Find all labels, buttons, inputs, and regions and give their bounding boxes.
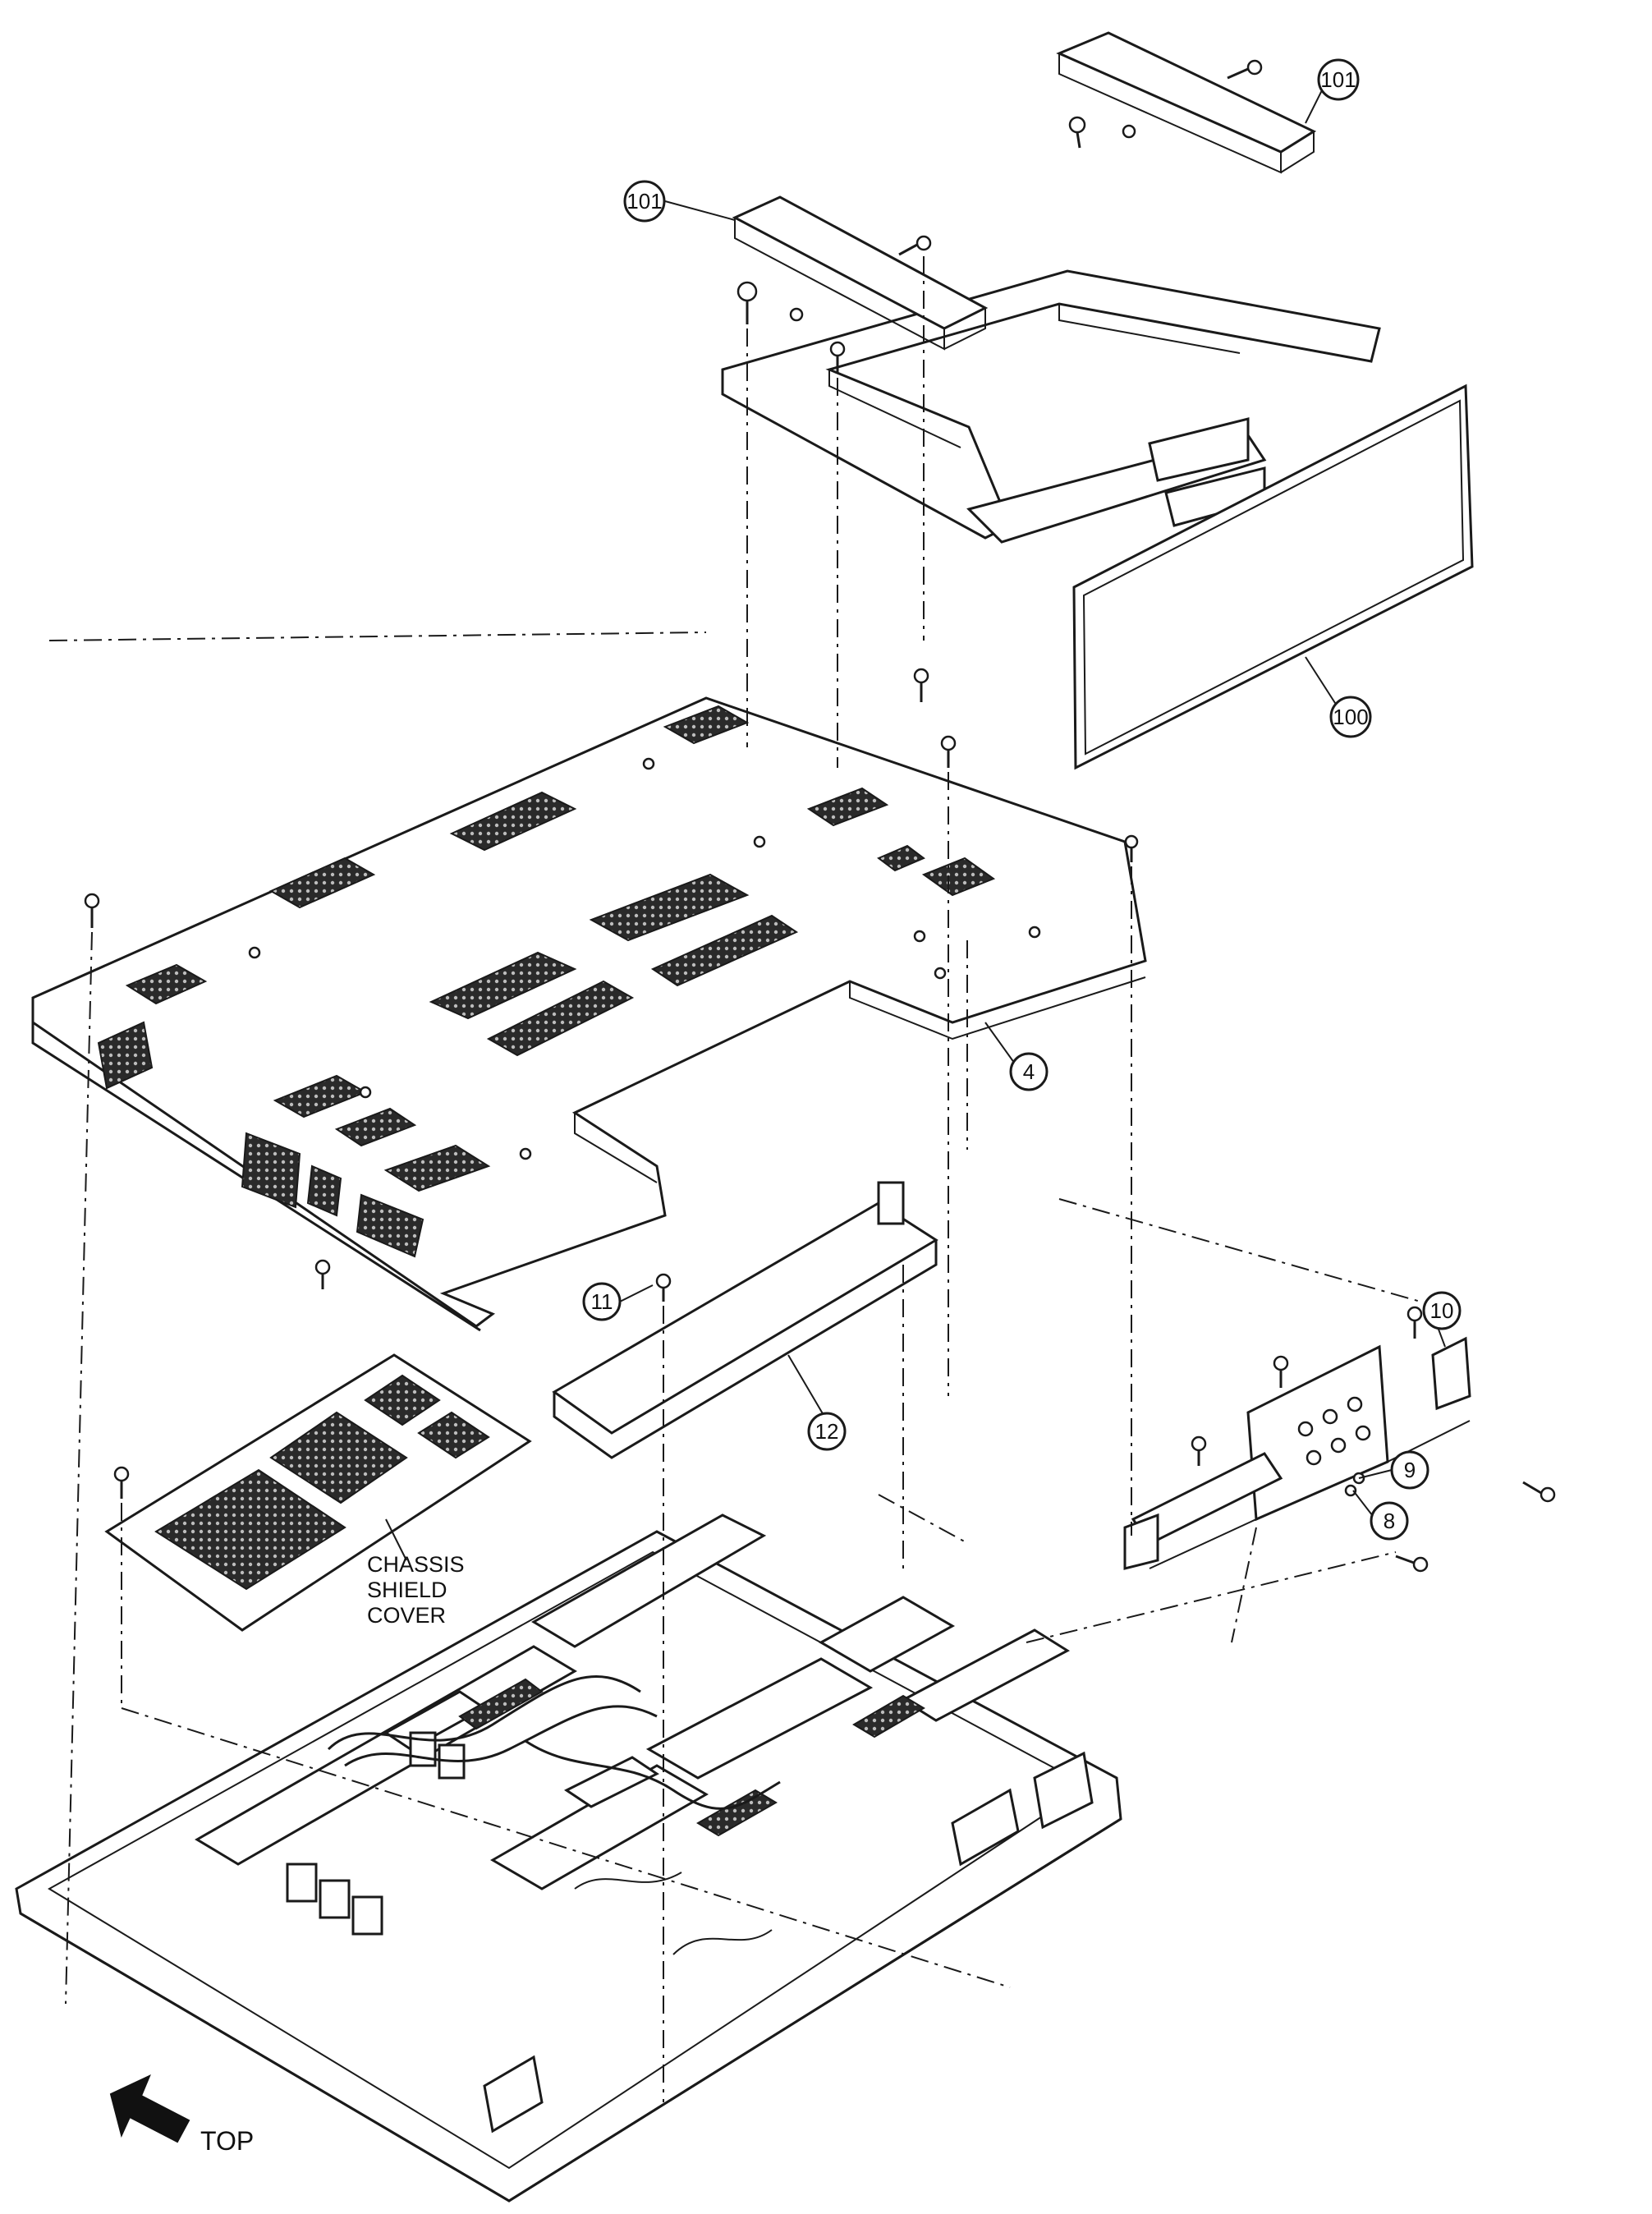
callout-9: 9 — [1390, 1450, 1429, 1490]
terminal-screws — [1191, 1306, 1556, 1573]
power-blocks — [286, 1731, 466, 1936]
chassis-shield-panel — [104, 1353, 532, 1632]
callout-4-label: 4 — [1023, 1059, 1035, 1084]
callout-12-label: 12 — [815, 1419, 839, 1444]
chassis-label-line2: SHIELD — [367, 1578, 447, 1602]
terminal-jacks — [1297, 1396, 1371, 1466]
callout-4: 4 — [1009, 1052, 1049, 1091]
stand-assembly — [721, 31, 1474, 770]
callout-10: 10 — [1422, 1291, 1462, 1330]
callout-11-label: 11 — [591, 1289, 613, 1314]
callout-12: 12 — [807, 1412, 847, 1451]
stand-pad-right — [1056, 31, 1317, 154]
back-cover-screws — [84, 668, 1139, 1499]
stand-pad-left — [732, 195, 989, 330]
stand-cover-panel — [1072, 384, 1474, 770]
callout-101-left-label: 101 — [626, 189, 662, 214]
callout-9-label: 9 — [1404, 1458, 1416, 1482]
chassis-shield-cover-label: CHASSIS SHIELD COVER — [367, 1552, 465, 1628]
callout-101-left: 101 — [623, 180, 666, 223]
chassis-label-line3: COVER — [367, 1603, 446, 1628]
assembly-guide-lines — [48, 256, 1421, 2102]
callout-8-label: 8 — [1384, 1509, 1395, 1533]
main-cabinet — [15, 1514, 1122, 2203]
callout-8: 8 — [1370, 1501, 1409, 1541]
top-direction-indicator: TOP — [109, 2074, 254, 2156]
terminal-bracket-assembly — [1123, 1306, 1556, 1573]
top-label: TOP — [200, 2126, 254, 2156]
callout-100-label: 100 — [1333, 705, 1368, 729]
callout-100: 100 — [1329, 696, 1372, 738]
callout-101-right: 101 — [1317, 58, 1360, 101]
back-cover-holes — [248, 757, 1041, 1160]
chassis-shield-cover — [104, 1353, 532, 1632]
chassis-label-line1: CHASSIS — [367, 1552, 465, 1577]
back-cover-vents — [97, 705, 996, 1258]
arrow-upper-left-icon — [109, 2074, 190, 2143]
inner-shield-bracket — [552, 1181, 938, 1459]
cabinet-wiring — [327, 1674, 781, 1955]
callout-101-right-label: 101 — [1320, 67, 1356, 92]
back-cover — [31, 696, 1147, 1332]
callout-11: 11 — [582, 1282, 622, 1321]
callout-10-label: 10 — [1430, 1298, 1454, 1323]
stand-screws — [737, 59, 1263, 374]
